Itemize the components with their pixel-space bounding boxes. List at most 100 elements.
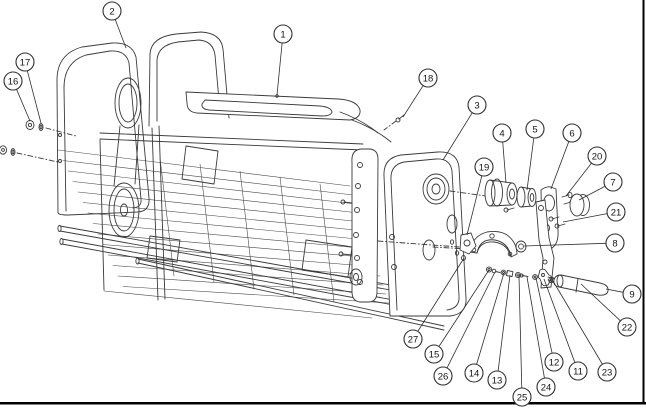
part-number-9: 9 [629, 289, 634, 300]
part-balloon-14 [464, 363, 484, 383]
leader-line-7 [578, 185, 606, 201]
part-balloon-8 [605, 233, 625, 253]
leader-line-23 [552, 280, 603, 365]
saddle-bracket [469, 230, 527, 258]
right-side-housing [383, 151, 467, 317]
part-balloon-2 [102, 1, 122, 21]
leader-line-12 [535, 277, 553, 354]
part-balloon-16 [3, 71, 23, 91]
part-balloon-27 [403, 329, 423, 349]
leader-line-5 [526, 137, 535, 191]
plate-stud-part27 [461, 255, 466, 261]
part-number-14: 14 [469, 368, 480, 379]
leader-line-22 [580, 283, 621, 322]
leader-line-11 [543, 278, 576, 363]
part-balloon-3 [467, 95, 487, 115]
leader-line-26 [446, 271, 496, 369]
support-rods [57, 225, 453, 331]
saddle-nut-part8 [515, 240, 527, 253]
part-number-23: 23 [602, 367, 613, 378]
leader-line-25 [518, 275, 523, 389]
part-balloon-1 [273, 24, 293, 44]
page-border-right [642, 0, 645, 405]
part-balloon-24 [536, 377, 556, 397]
part-balloon-6 [562, 123, 582, 143]
part-balloon-11 [568, 361, 588, 381]
part-number-18: 18 [423, 73, 434, 84]
part-number-2: 2 [109, 6, 114, 17]
leader-line-16 [16, 89, 31, 122]
part-balloon-17 [15, 52, 35, 72]
part-balloon-13 [487, 370, 507, 390]
part-number-3: 3 [474, 100, 479, 111]
element-block-3 [146, 235, 181, 263]
leader-line-2 [114, 19, 127, 49]
part-number-17: 17 [20, 57, 31, 68]
leader-line-3 [442, 112, 473, 161]
shaft-opening [422, 173, 450, 205]
leader-line-6 [550, 141, 570, 190]
leader-line-4 [502, 141, 507, 184]
part-number-13: 13 [492, 375, 503, 386]
part-number-1: 1 [280, 29, 285, 40]
heating-element-rack [57, 149, 390, 319]
leader-line-27 [417, 257, 465, 332]
part-balloon-4 [492, 123, 512, 143]
part-balloon-18 [418, 68, 438, 88]
handle-ferrule [575, 278, 579, 293]
right-end-plate [338, 148, 379, 303]
part-balloon-25 [512, 387, 532, 407]
leader-line-20 [565, 162, 592, 197]
leader-line-14 [476, 272, 505, 365]
leader-line-19 [466, 175, 483, 236]
leader-line-1 [276, 42, 283, 96]
part-number-15: 15 [429, 349, 440, 360]
screws-part21 [503, 207, 566, 229]
toaster-body-art [0, 31, 609, 331]
leader-line-21 [562, 213, 608, 223]
part-number-7: 7 [610, 177, 615, 188]
leader-line-15 [438, 269, 490, 347]
bushing-part4 [484, 178, 518, 207]
link-plate [535, 199, 555, 289]
fastener-row [485, 266, 561, 287]
top-rail-2 [99, 138, 364, 151]
part-balloon-21 [606, 202, 626, 222]
left-fasteners [0, 120, 77, 163]
part-balloon-22 [617, 317, 637, 337]
part-number-11: 11 [573, 366, 583, 377]
part-number-4: 4 [499, 128, 504, 139]
leader-lines [16, 19, 624, 389]
part-number-16: 16 [8, 76, 19, 87]
element-block [181, 145, 219, 185]
leader-line-8 [523, 242, 607, 247]
handle-slot [201, 99, 333, 117]
leader-line-13 [497, 274, 511, 372]
front-end-cap [148, 31, 230, 127]
part-balloon-7 [603, 172, 623, 192]
part-number-22: 22 [622, 322, 633, 333]
leader-line-9 [605, 288, 624, 293]
element-block-2 [301, 239, 353, 278]
crank-lever-part19 [449, 232, 477, 261]
handle-grip [553, 274, 609, 296]
leader-line-24 [526, 276, 545, 379]
part-number-24: 24 [541, 382, 552, 393]
drive-gear [108, 182, 140, 238]
part-balloon-9 [622, 284, 642, 304]
part-number-6: 6 [569, 128, 574, 139]
cover-screw-part18 [383, 114, 405, 131]
top-cover [185, 91, 392, 143]
bell-crank [537, 268, 552, 287]
part-number-27: 27 [408, 334, 419, 345]
top-rail [99, 132, 364, 145]
part-balloon-5 [525, 119, 545, 139]
left-side-housing [56, 42, 150, 216]
leader-line-17 [26, 70, 42, 124]
part-balloon-26 [433, 366, 453, 386]
page-border-bottom [0, 402, 646, 405]
drive-assembly [99, 77, 166, 301]
